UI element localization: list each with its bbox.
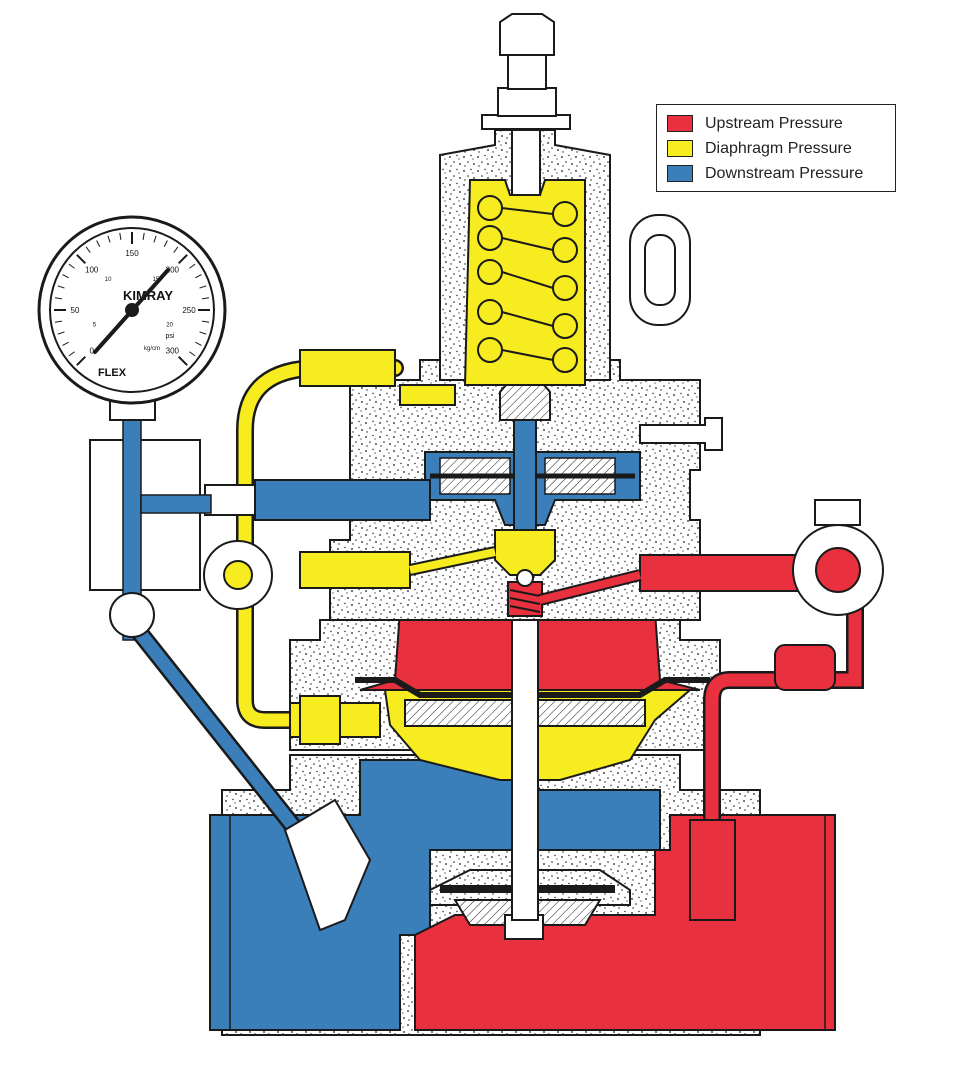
- pilot-ball: [516, 569, 534, 587]
- spring-coils: [477, 195, 578, 373]
- gauge-tick: [177, 254, 188, 265]
- gauge-tee: [89, 439, 201, 591]
- gauge-scale-label: 100: [85, 266, 99, 275]
- pilot-loading-cavity: [494, 529, 556, 576]
- gauge-inner-label: 5: [93, 323, 97, 329]
- tee-bore-horizontal: [140, 494, 212, 514]
- gauge-tick: [57, 285, 65, 289]
- gauge-tick: [85, 246, 91, 253]
- lock-nut: [481, 114, 571, 130]
- legend-item-upstream: Upstream Pressure: [667, 111, 885, 136]
- outlet-sensing-fitting: [283, 798, 372, 932]
- gauge-tick: [189, 263, 196, 269]
- jam-nut: [497, 87, 557, 117]
- pilot-side-fitting: [639, 417, 723, 451]
- pressure-legend: Upstream Pressure Diaphragm Pressure Dow…: [656, 104, 896, 192]
- screw-cap: [499, 13, 555, 56]
- screw-shaft: [507, 54, 547, 90]
- gauge-tick: [153, 235, 157, 243]
- gauge-scale-label: 0: [89, 346, 94, 355]
- sensing-line-fitting: [254, 479, 431, 521]
- gauge-scale-labels: 0 50 100 150 200 250 300 5 10 15 20: [71, 249, 197, 355]
- gauge-inner-label: 10: [105, 277, 112, 283]
- gauge-scale-label: 200: [166, 266, 180, 275]
- gauge-scale-label: 250: [182, 306, 196, 315]
- legend-item-diaphragm: Diaphragm Pressure: [667, 136, 885, 161]
- gauge-tick: [62, 341, 69, 346]
- gauge-inner-label: 20: [166, 323, 173, 329]
- gauge-tick: [173, 246, 179, 253]
- gauge-unit-psi: psi: [166, 333, 175, 340]
- gauge-tick: [195, 274, 202, 279]
- gauge-tick: [199, 331, 207, 335]
- gauge-unit-kg: kg/cm: [144, 346, 160, 352]
- gauge-tick: [119, 232, 122, 240]
- gauge-tick: [68, 263, 75, 269]
- upstream-pilot-fitting: [639, 554, 801, 592]
- legend-swatch-upstream: [667, 115, 693, 132]
- gauge-tick: [76, 254, 87, 265]
- adjusting-screw: [511, 129, 541, 196]
- gauge-tick: [76, 355, 87, 366]
- gauge-tick: [107, 235, 111, 243]
- gauge-scale-label: 300: [166, 346, 180, 355]
- legend-label-diaphragm: Diaphragm Pressure: [705, 139, 852, 157]
- gauge-ticks: [54, 232, 210, 366]
- gauge-tick: [96, 240, 101, 247]
- gauge-tick: [62, 274, 69, 279]
- inlet-tube-fitting: [689, 819, 736, 921]
- legend-item-downstream: Downstream Pressure: [667, 161, 885, 186]
- gauge-tick: [202, 297, 210, 300]
- gauge-scale-label: 150: [125, 249, 139, 258]
- gauge-tick: [163, 240, 168, 247]
- gauge-tick: [195, 341, 202, 346]
- gauge-footer: FLEX: [98, 367, 127, 379]
- gauge-scale-label: 50: [71, 306, 80, 315]
- lifting-eye: [629, 214, 691, 326]
- gauge-tick: [202, 320, 210, 323]
- gauge-tick: [142, 232, 145, 240]
- gauge-hub: [125, 303, 139, 317]
- valve-stem: [511, 599, 539, 921]
- elbow-fitting: [109, 592, 155, 638]
- legend-label-upstream: Upstream Pressure: [705, 114, 843, 132]
- legend-swatch-diaphragm: [667, 140, 693, 157]
- legend-label-downstream: Downstream Pressure: [705, 164, 864, 182]
- gauge-tick: [199, 285, 207, 289]
- gauge-tick: [189, 351, 196, 357]
- red-elbow-fitting: [774, 644, 836, 691]
- pressure-gauge: 0 50 100 150 200 250 300 5 10 15 20 KIMRAY psi kg/…: [37, 215, 227, 421]
- gauge-tick: [57, 331, 65, 335]
- gauge-tick: [54, 297, 62, 300]
- gauge-tick: [54, 320, 62, 323]
- pilot-stem: [513, 419, 537, 531]
- gauge-tick: [68, 351, 75, 357]
- gauge-tick: [177, 355, 188, 366]
- gauge-brand: KIMRAY: [123, 288, 173, 303]
- pilot-loading-fitting: [299, 551, 411, 589]
- legend-swatch-downstream: [667, 165, 693, 182]
- gauge-inner-label: 15: [153, 277, 160, 283]
